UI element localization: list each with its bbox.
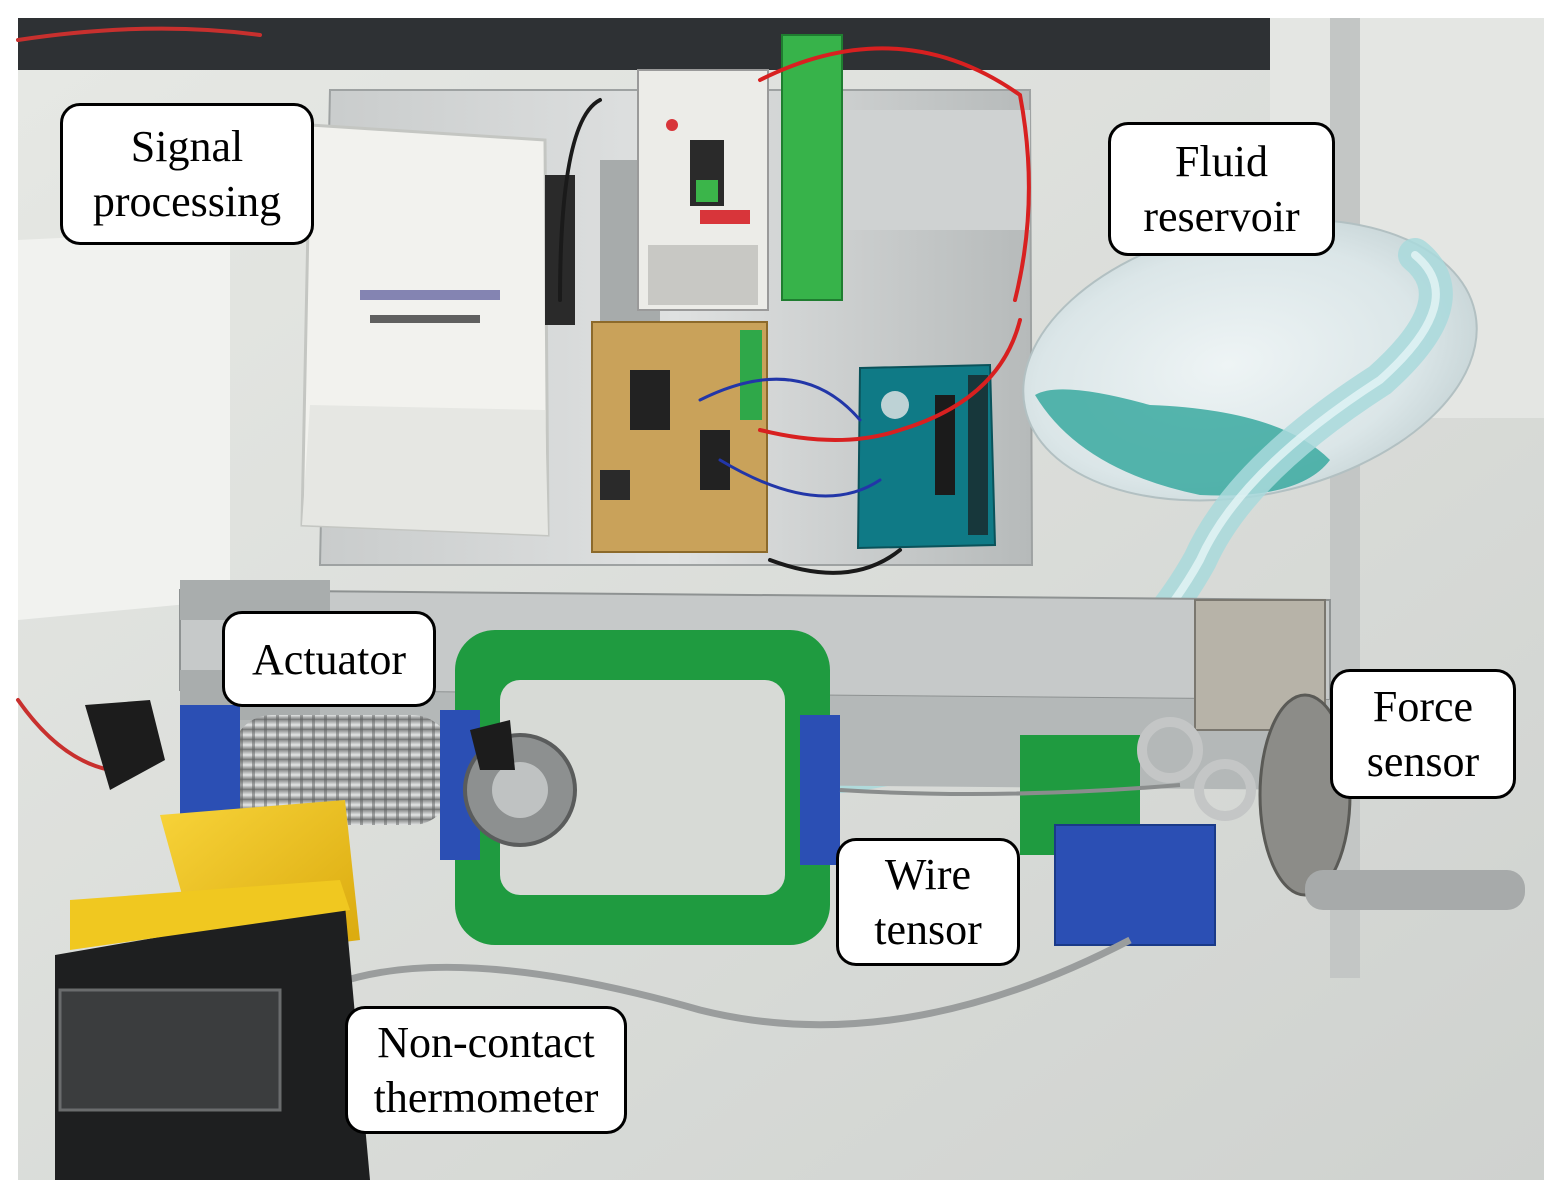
label-signal-processing: Signal processing (60, 103, 314, 245)
label-actuator: Actuator (222, 611, 436, 707)
green-frame (455, 630, 830, 945)
label-force-sensor: Force sensor (1330, 669, 1516, 799)
non-contact-thermometer (55, 800, 370, 1180)
wire-tensor (1020, 735, 1216, 946)
bellows-actuator (232, 715, 452, 825)
perfboard (591, 321, 768, 553)
wires (16, 26, 1031, 772)
label-fluid-reservoir: Fluid reservoir (1108, 122, 1335, 256)
ni-daq-box (300, 123, 575, 537)
circuit-breaker (637, 69, 769, 311)
label-wire-tensor: Wire tensor (836, 838, 1020, 966)
clamp (463, 720, 577, 847)
force-sensor (1137, 599, 1525, 910)
label-non-contact-thermometer: Non-contact thermometer (345, 1006, 627, 1134)
din-relay (781, 34, 843, 301)
arduino-board (856, 363, 997, 550)
